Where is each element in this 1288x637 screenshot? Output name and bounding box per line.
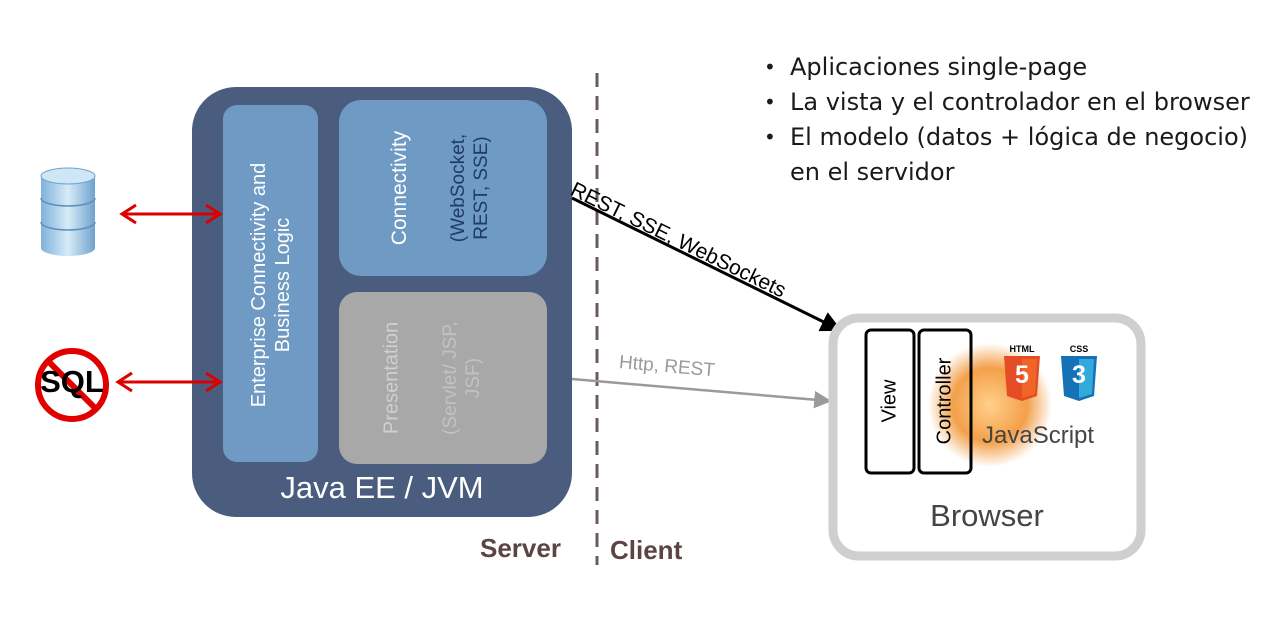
sql-label: SQL	[40, 364, 104, 399]
css3-logo-icon	[1061, 356, 1097, 401]
no-sql-icon	[35, 348, 109, 422]
bullet-item: La vista y el controlador en el browser	[762, 85, 1260, 120]
server-label: Server	[480, 533, 561, 563]
business-logic-box	[223, 105, 318, 462]
bullet-item: Aplicaciones single-page	[762, 50, 1260, 85]
server-title: Java EE / JVM	[280, 470, 484, 505]
controller-box	[917, 328, 973, 475]
client-label: Client	[610, 535, 683, 565]
presentation-sub-label: (Servlet/ JSP, JSF)	[440, 321, 484, 435]
browser-title: Browser	[930, 498, 1044, 533]
bullet-item: El modelo (datos + lógica de negocio) en…	[762, 120, 1260, 190]
html-number-label: 5	[1015, 361, 1029, 389]
connectivity-sub-label: (WebSocket, REST, SSE)	[448, 133, 492, 243]
presentation-box	[339, 292, 547, 464]
bullet-list: Aplicaciones single-page La vista y el c…	[762, 50, 1260, 190]
database-connection-arrow	[119, 203, 223, 225]
business-logic-label: Enterprise Connectivity and Business Log…	[248, 162, 294, 408]
presentation-label: Presentation	[380, 321, 403, 435]
css-badge-label: CSS	[1069, 344, 1089, 354]
rest-sse-websockets-arrow	[571, 196, 842, 332]
controller-label: Controller	[933, 357, 956, 445]
database-icon	[40, 167, 96, 256]
html-badge-label: HTML	[1009, 344, 1035, 354]
nosql-connection-arrow	[115, 371, 223, 393]
html5-logo-icon	[1004, 356, 1040, 401]
css-number-label: 3	[1072, 361, 1086, 389]
view-box	[864, 328, 916, 475]
connectivity-box	[339, 100, 547, 276]
connectivity-label: Connectivity	[388, 130, 411, 246]
javascript-label: JavaScript	[982, 422, 1095, 449]
view-label: View	[878, 379, 901, 423]
http-rest-arrow	[571, 377, 832, 409]
